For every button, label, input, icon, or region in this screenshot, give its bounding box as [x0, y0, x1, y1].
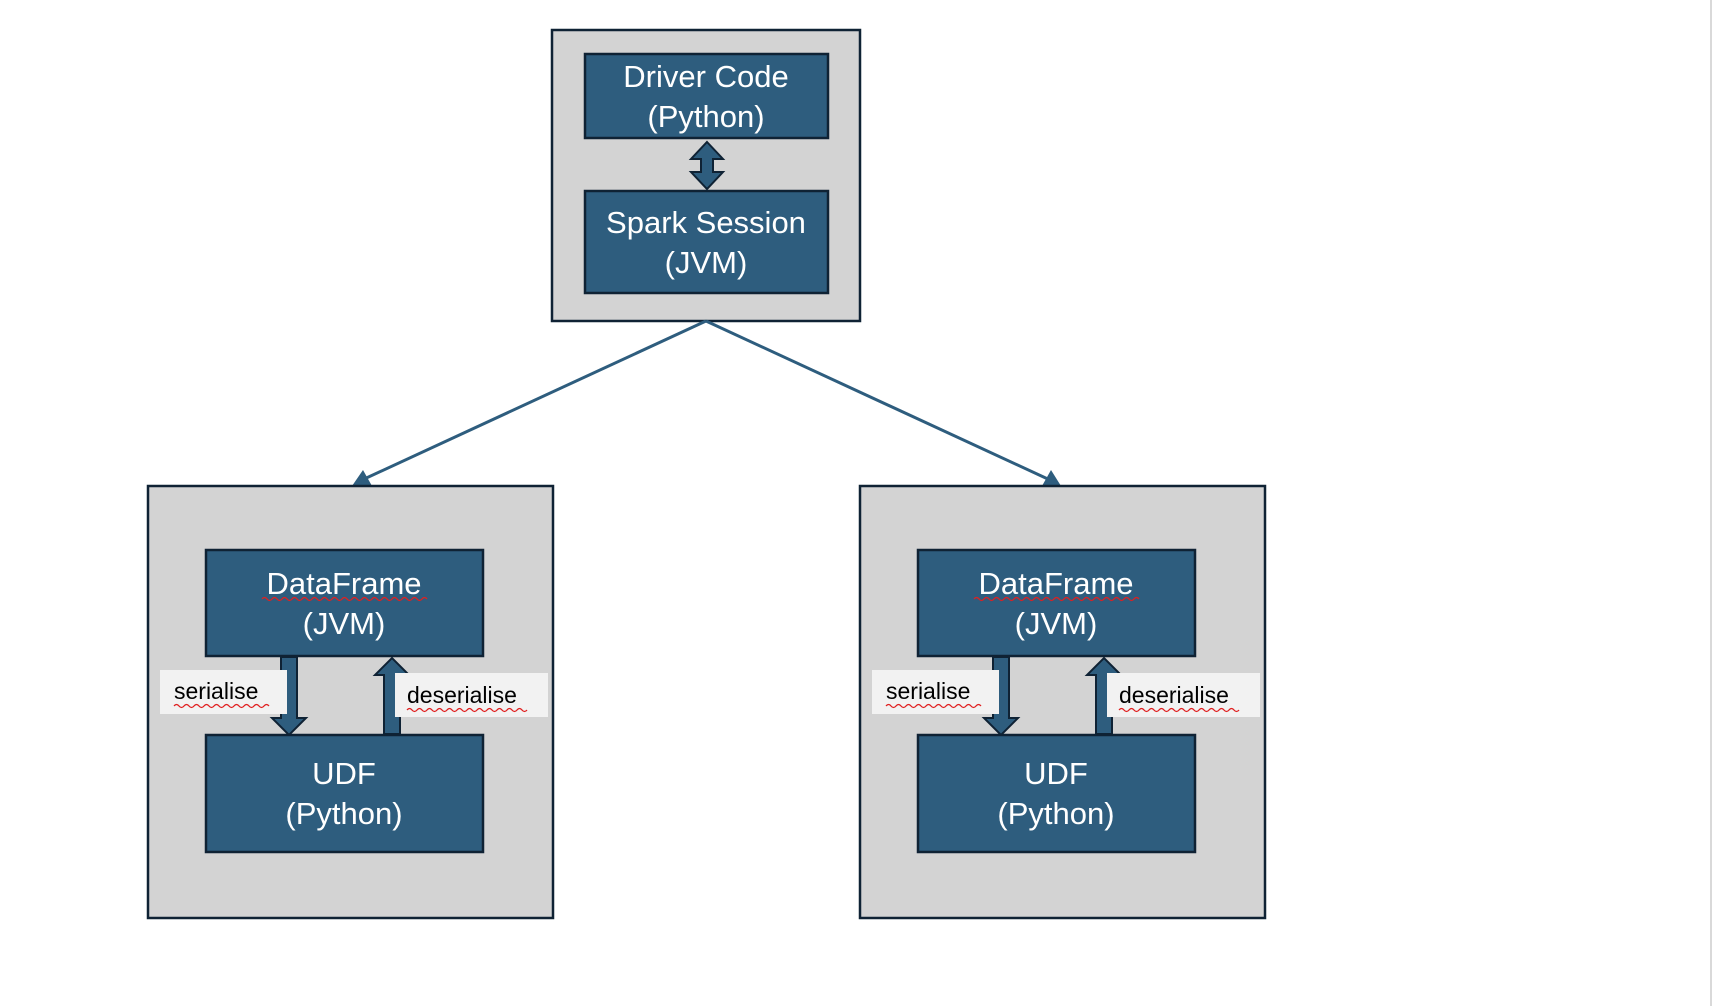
- spark-session-line1: Spark Session: [606, 205, 806, 240]
- worker-2-serialise-arrow-icon: [981, 656, 1021, 737]
- driver-to-worker-connectors: [352, 319, 1061, 486]
- worker-2-deserialise-text: deserialise: [1119, 682, 1229, 708]
- connector-1-arrowhead-icon: [352, 470, 372, 486]
- spark-session-line2: (JVM): [665, 245, 748, 280]
- spark-session-node[interactable]: Spark Session (JVM): [583, 189, 830, 295]
- worker-container-1: DataFrame (JVM) serialise deserialise UD…: [146, 484, 555, 920]
- connector-2-arrowhead-icon: [1042, 470, 1061, 486]
- driver-code-line1: Driver Code: [623, 59, 788, 94]
- bidirectional-arrow-icon: [688, 140, 726, 191]
- worker-1-dataframe-line1: DataFrame: [266, 566, 421, 601]
- connector-to-worker-1: [361, 319, 707, 482]
- worker-1-serialise-text: serialise: [174, 678, 258, 704]
- driver-container: Driver Code (Python) Spark Session (JVM): [550, 28, 862, 323]
- worker-1-serialise-label: serialise: [160, 670, 287, 714]
- worker-1-deserialise-arrow-icon: [372, 656, 412, 735]
- worker-2-serialise-text: serialise: [886, 678, 970, 704]
- worker-1-deserialise-text: deserialise: [407, 682, 517, 708]
- worker-2-dataframe-spellcheck-underline: [973, 596, 1140, 602]
- canvas-right-edge: [1710, 0, 1712, 1006]
- worker-1-dataframe-line2: (JVM): [303, 606, 386, 641]
- worker-1-deserialise-spellcheck-underline: [406, 707, 528, 713]
- worker-2-serialise-label: serialise: [872, 670, 999, 714]
- driver-code-line2: (Python): [647, 99, 764, 134]
- connector-to-worker-2: [705, 319, 1051, 482]
- worker-1-deserialise-label: deserialise: [395, 673, 548, 717]
- worker-1-udf-line2: (Python): [285, 796, 402, 831]
- worker-2-udf-line1: UDF: [1024, 756, 1088, 791]
- worker-2-deserialise-label: deserialise: [1107, 673, 1260, 717]
- worker-2-udf-node[interactable]: UDF (Python): [916, 733, 1197, 854]
- worker-2-deserialise-arrow-icon: [1084, 656, 1124, 735]
- worker-container-2: DataFrame (JVM) serialise deserialise UD…: [858, 484, 1267, 920]
- worker-1-serialise-arrow-icon: [269, 656, 309, 737]
- worker-2-dataframe-line2: (JVM): [1015, 606, 1098, 641]
- worker-2-serialise-spellcheck-underline: [885, 703, 982, 709]
- driver-code-node[interactable]: Driver Code (Python): [583, 52, 830, 140]
- worker-2-udf-line2: (Python): [997, 796, 1114, 831]
- worker-1-udf-line1: UDF: [312, 756, 376, 791]
- worker-2-deserialise-spellcheck-underline: [1118, 707, 1240, 713]
- worker-1-serialise-spellcheck-underline: [173, 703, 270, 709]
- worker-1-udf-node[interactable]: UDF (Python): [204, 733, 485, 854]
- worker-2-dataframe-node[interactable]: DataFrame (JVM): [916, 548, 1197, 658]
- worker-2-dataframe-line1: DataFrame: [978, 566, 1133, 601]
- worker-1-dataframe-node[interactable]: DataFrame (JVM): [204, 548, 485, 658]
- worker-1-dataframe-spellcheck-underline: [261, 596, 428, 602]
